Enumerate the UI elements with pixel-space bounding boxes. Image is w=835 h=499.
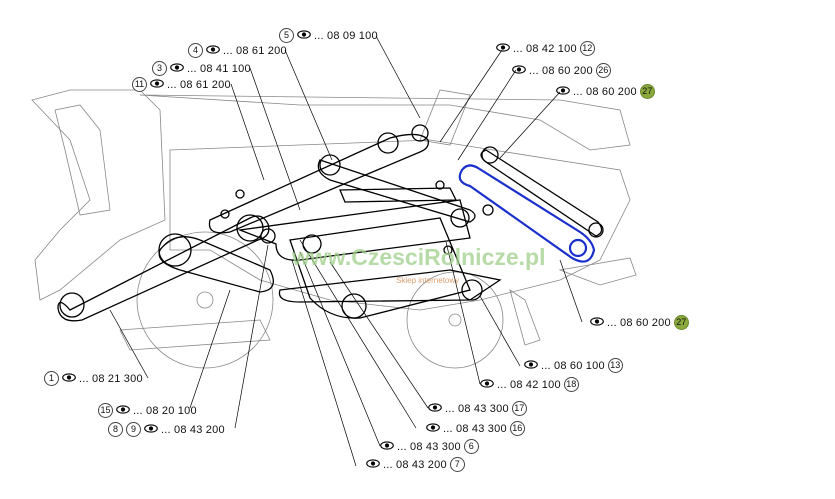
part-code: ... 08 61 200 (167, 78, 231, 91)
part-number-badge: 16 (509, 421, 525, 436)
part-code: ... 08 60 200 (607, 316, 671, 329)
watermark-text: www.CzesciRolnicze.pl (292, 244, 546, 270)
belt-5 (208, 133, 429, 234)
part-code: ... 08 21 300 (79, 372, 143, 385)
belt-7 (278, 269, 502, 303)
eye-icon[interactable] (496, 42, 510, 55)
eye-icon[interactable] (150, 78, 164, 91)
part-number-badge: 26 (595, 63, 611, 78)
eye-icon[interactable] (512, 64, 526, 77)
part-code: ... 08 20 100 (133, 404, 197, 417)
part-code: ... 08 41 100 (187, 62, 251, 75)
eye-icon[interactable] (62, 372, 76, 385)
belt-6 (289, 217, 471, 319)
eye-icon[interactable] (144, 423, 158, 436)
callout-c3[interactable]: 3 ... 08 41 100 (152, 61, 251, 76)
eye-icon[interactable] (426, 422, 440, 435)
leader-lines (109, 35, 583, 467)
part-number-badge: 1 (44, 371, 59, 386)
part-code: ... 08 61 200 (223, 44, 287, 57)
part-code: ... 08 43 200 (161, 423, 225, 436)
callout-c5[interactable]: 5 ... 08 09 100 (279, 28, 378, 43)
part-number-badge: 11 (132, 77, 147, 92)
part-number-badge: 27 (673, 315, 689, 330)
part-code: ... 08 43 300 (443, 422, 507, 435)
part-number-badge: 18 (563, 377, 579, 392)
part-code: ... 08 42 100 (497, 378, 561, 391)
eye-icon[interactable] (366, 458, 380, 471)
part-number-badge: 4 (188, 43, 203, 58)
eye-icon[interactable] (380, 440, 394, 453)
part-number-badge: 15 (98, 403, 113, 418)
part-number-badge: 13 (607, 358, 623, 373)
eye-icon[interactable] (556, 85, 570, 98)
machine-outline (31, 89, 637, 369)
part-code: ... 08 60 200 (529, 64, 593, 77)
eye-icon[interactable] (116, 404, 130, 417)
callout-c1[interactable]: 1 ... 08 21 300 (44, 371, 143, 386)
eye-icon[interactable] (524, 359, 538, 372)
part-number-badge: 5 (279, 28, 294, 43)
eye-icon[interactable] (590, 316, 604, 329)
eye-icon[interactable] (428, 402, 442, 415)
part-number-badge: 3 (152, 61, 167, 76)
belt-4 (317, 159, 476, 223)
part-number-badge: 12 (579, 41, 595, 56)
callout-c15[interactable]: 15 ... 08 20 100 (98, 403, 197, 418)
part-number-badge: 9 (126, 422, 141, 437)
belt-15 (158, 236, 274, 293)
part-number-badge: 27 (639, 84, 655, 99)
part-code: ... 08 43 300 (445, 402, 509, 415)
watermark-subtext: Sklep internetowy (396, 276, 460, 285)
part-code: ... 08 43 300 (397, 440, 461, 453)
part-number-badge: 6 (463, 439, 479, 454)
belts (57, 124, 604, 322)
belt-3 (237, 199, 471, 261)
part-code: ... 08 09 100 (314, 29, 378, 42)
belt-27-upper (480, 149, 603, 237)
belt-1 (57, 215, 270, 322)
callout-c11[interactable]: 11 ... 08 61 200 (132, 77, 231, 92)
part-code: ... 08 42 100 (513, 42, 577, 55)
part-number-badge: 17 (511, 401, 527, 416)
eye-icon[interactable] (206, 44, 220, 57)
eye-icon[interactable] (170, 62, 184, 75)
part-code: ... 08 60 100 (541, 359, 605, 372)
callout-c4[interactable]: 4 ... 08 61 200 (188, 43, 287, 58)
eye-icon[interactable] (480, 378, 494, 391)
part-code: ... 08 43 200 (383, 458, 447, 471)
eye-icon[interactable] (297, 29, 311, 42)
part-code: ... 08 60 200 (573, 85, 637, 98)
belt-13 (339, 187, 458, 203)
part-number-badge: 7 (449, 457, 465, 472)
highlighted-belt-27 (458, 164, 596, 263)
part-number-badge: 8 (108, 422, 123, 437)
